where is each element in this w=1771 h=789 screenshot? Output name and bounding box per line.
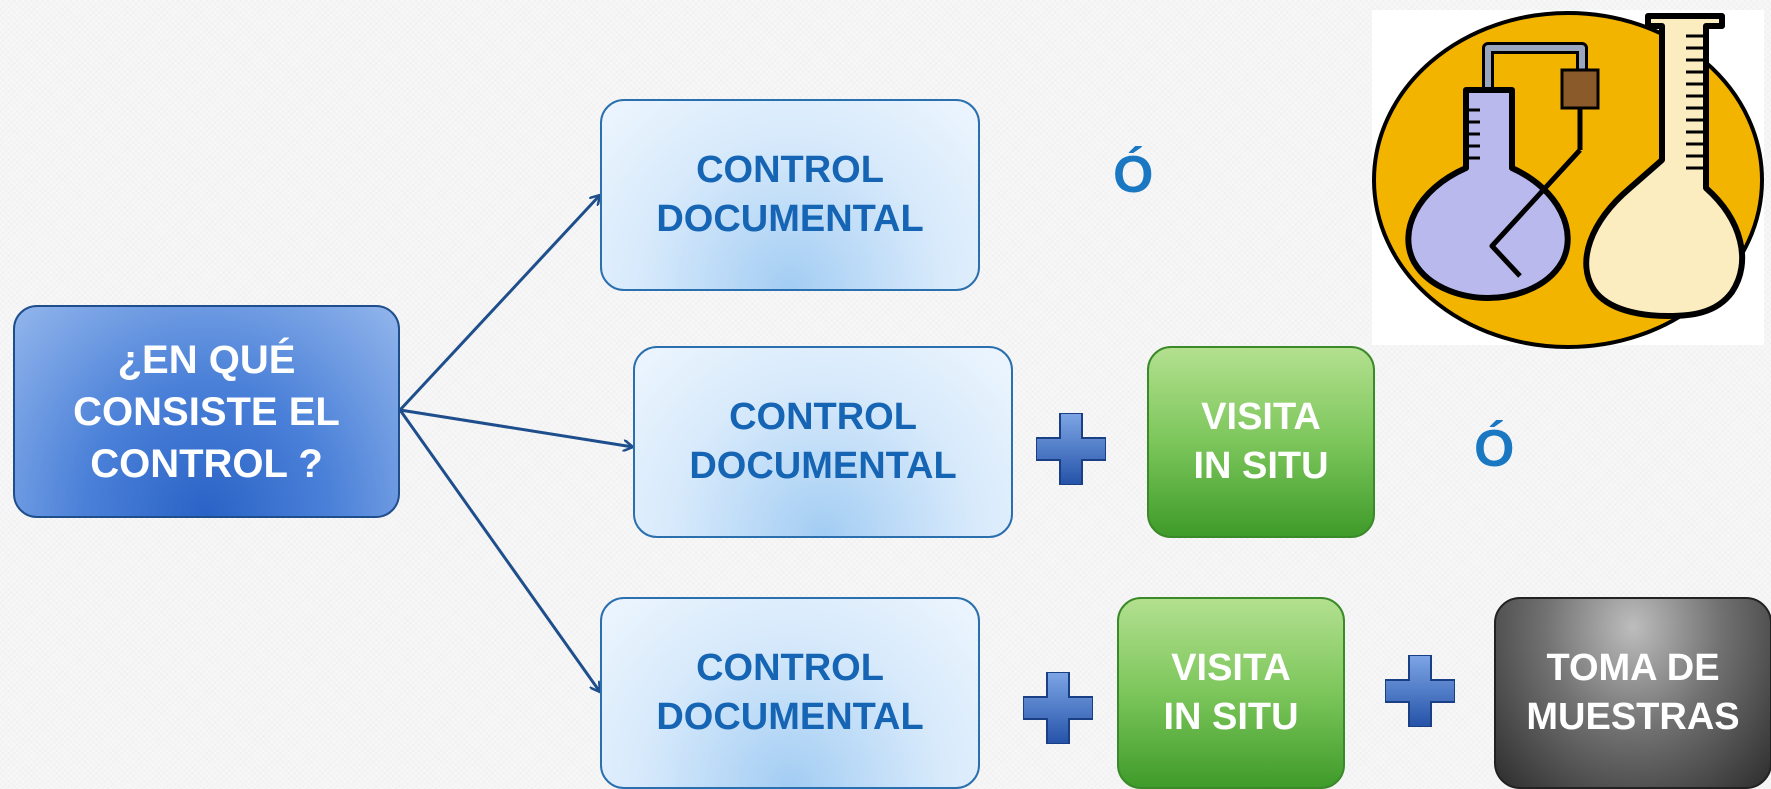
- doc-line-1: CONTROL: [729, 395, 917, 438]
- doc-line-1: CONTROL: [696, 646, 884, 689]
- visit-line-1: VISITA: [1171, 646, 1291, 689]
- visit-line-2: IN SITU: [1193, 445, 1329, 487]
- doc-line-2: DOCUMENTAL: [689, 445, 957, 487]
- question-box: ¿EN QUÉ CONSISTE EL CONTROL ?: [13, 305, 400, 518]
- doc-line-1: CONTROL: [696, 148, 884, 191]
- plus-icon: [1023, 672, 1093, 744]
- option-2-control-documental: CONTROL DOCUMENTAL: [633, 346, 1013, 538]
- plus-icon: [1385, 655, 1455, 727]
- or-label-2: Ó: [1474, 420, 1515, 478]
- plus-icon: [1036, 413, 1106, 485]
- arrow-to-option-1: [398, 195, 600, 412]
- doc-line-2: DOCUMENTAL: [656, 696, 924, 738]
- sample-line-2: MUESTRAS: [1526, 696, 1740, 738]
- option-3-visita-in-situ: VISITA IN SITU: [1117, 597, 1345, 789]
- question-line-3: CONTROL ?: [90, 441, 323, 486]
- option-3-toma-de-muestras: TOMA DE MUESTRAS: [1494, 597, 1771, 789]
- question-line-1: ¿EN QUÉ: [117, 337, 296, 382]
- visit-line-1: VISITA: [1201, 395, 1321, 438]
- sample-line-1: TOMA DE: [1546, 646, 1720, 689]
- option-3-control-documental: CONTROL DOCUMENTAL: [600, 597, 980, 789]
- visit-line-2: IN SITU: [1163, 696, 1299, 738]
- option-1-control-documental: CONTROL DOCUMENTAL: [600, 99, 980, 291]
- or-label-1: Ó: [1113, 146, 1154, 204]
- doc-line-2: DOCUMENTAL: [656, 198, 924, 240]
- option-2-visita-in-situ: VISITA IN SITU: [1147, 346, 1375, 538]
- arrow-to-option-3: [398, 409, 600, 692]
- question-line-2: CONSISTE EL: [73, 389, 340, 434]
- arrow-to-option-2: [399, 408, 633, 447]
